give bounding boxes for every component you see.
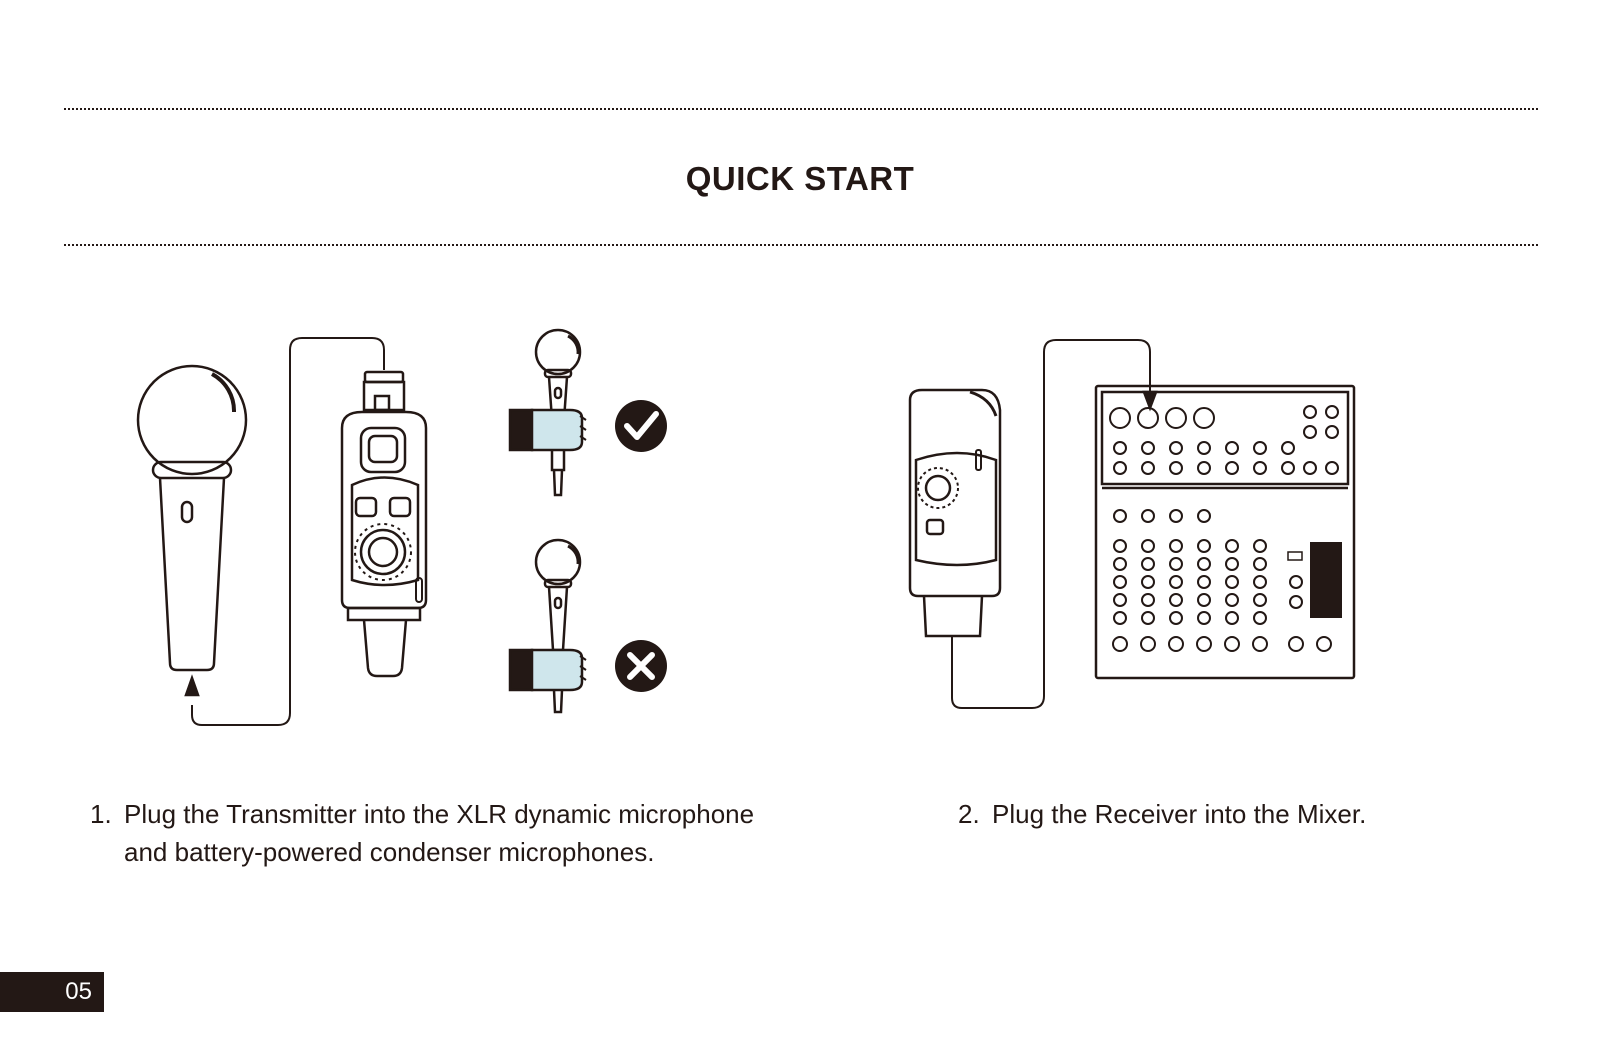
step-line: and battery-powered condenser microphone… [124, 837, 655, 867]
step-number: 1. [90, 799, 112, 829]
step-line: Plug the Receiver into the Mixer. [992, 799, 1367, 829]
transmitter-icon [340, 370, 428, 678]
transmitter-illustration [136, 328, 667, 726]
step-2-text: 2. Plug the Receiver into the Mixer. [958, 795, 1366, 833]
bottom-divider [64, 244, 1538, 246]
cross-icon [615, 640, 667, 692]
page-title: QUICK START [685, 160, 915, 197]
check-icon [615, 400, 667, 452]
step-1-text: 1. Plug the Transmitter into the XLR dyna… [90, 795, 754, 871]
mixer-icon [1094, 384, 1356, 680]
step-number: 2. [958, 799, 980, 829]
top-divider [64, 108, 1538, 110]
receiver-illustration [908, 339, 1356, 709]
microphone-icon [136, 364, 248, 672]
correct-grip-illustration [508, 328, 587, 497]
receiver-icon [908, 388, 1002, 638]
incorrect-grip-illustration [508, 538, 587, 714]
page-number: 05 [0, 972, 104, 1012]
step-line: Plug the Transmitter into the XLR dynami… [124, 799, 755, 829]
